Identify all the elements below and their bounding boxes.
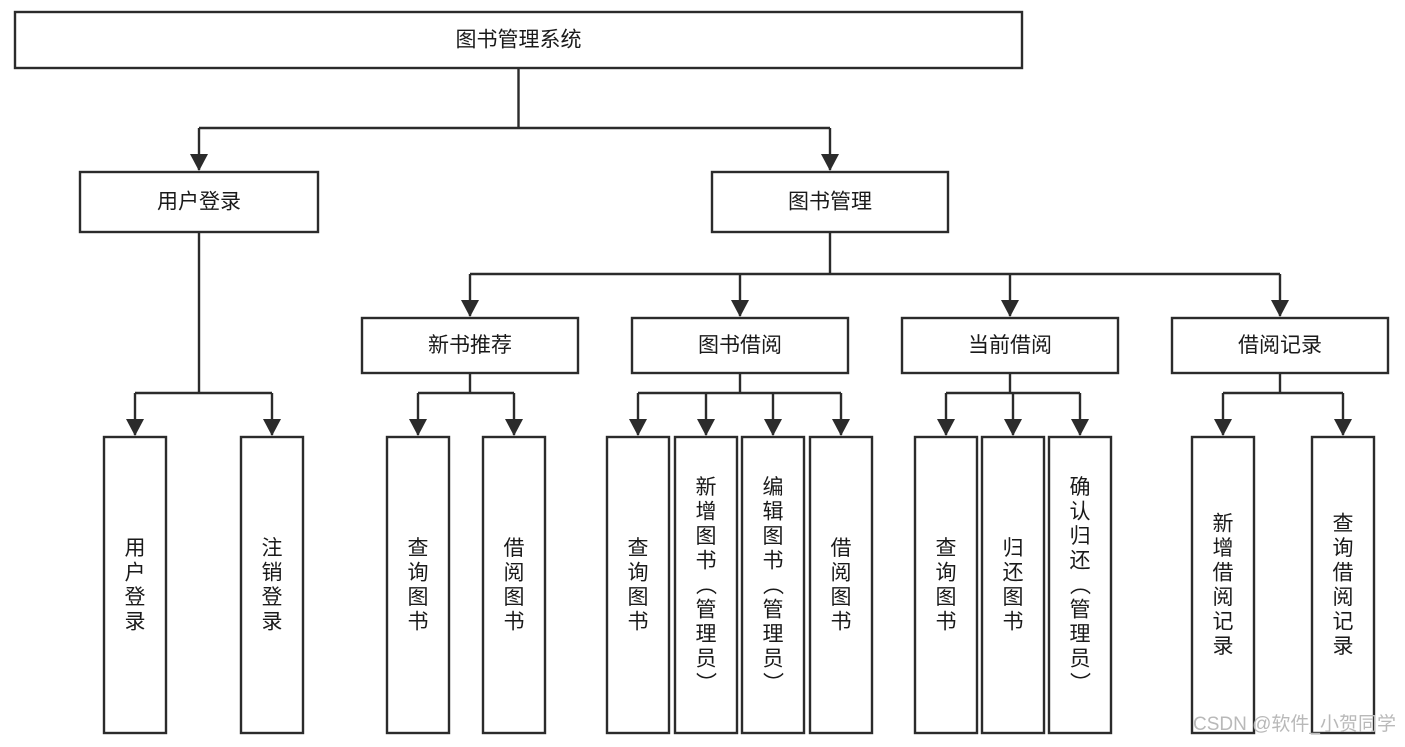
edge-group-book-borrow	[629, 373, 850, 436]
node-label: 新增图书（管理员）	[696, 476, 718, 695]
arrow-head-icon	[263, 419, 281, 436]
node-book-manage[interactable]: 图书管理	[710, 170, 950, 234]
node-box[interactable]	[980, 435, 1046, 735]
node-box[interactable]	[13, 10, 1024, 70]
node-borrow-record[interactable]: 借阅记录	[1170, 316, 1390, 375]
node-box[interactable]	[360, 316, 580, 375]
node-book-borrow[interactable]: 图书借阅	[630, 316, 850, 375]
node-box[interactable]	[900, 316, 1120, 375]
arrow-head-icon	[126, 419, 144, 436]
arrow-head-icon	[1271, 300, 1289, 317]
node-leaf-add-record[interactable]: 新增借阅记录	[1190, 435, 1256, 735]
node-leaf-query-book-1[interactable]: 查询图书	[385, 435, 451, 735]
node-leaf-user-logout[interactable]: 注销登录	[239, 435, 305, 735]
arrow-head-icon	[505, 419, 523, 436]
node-box[interactable]	[913, 435, 979, 735]
edge-group-new-book-recommend	[409, 373, 523, 436]
node-leaf-query-record[interactable]: 查询借阅记录	[1310, 435, 1376, 735]
connector-layer	[126, 68, 1352, 436]
node-leaf-return-book[interactable]: 归还图书	[980, 435, 1046, 735]
node-leaf-query-book-3[interactable]: 查询图书	[913, 435, 979, 735]
node-box[interactable]	[605, 435, 671, 735]
edge-group-root	[190, 68, 839, 171]
node-box[interactable]	[78, 170, 320, 234]
node-box[interactable]	[1170, 316, 1390, 375]
node-label: 归还图书	[1003, 537, 1024, 634]
node-leaf-user-login[interactable]: 用户登录	[102, 435, 168, 735]
node-leaf-borrow-book-1[interactable]: 借阅图书	[481, 435, 547, 735]
node-label: 用户登录	[157, 191, 241, 214]
arrow-head-icon	[461, 300, 479, 317]
arrow-head-icon	[1214, 419, 1232, 436]
node-leaf-borrow-book-2[interactable]: 借阅图书	[808, 435, 874, 735]
node-label: 借阅记录	[1238, 334, 1322, 357]
csdn-watermark: CSDN @软件_小贺同学	[1193, 713, 1396, 735]
node-box[interactable]	[1047, 435, 1113, 735]
node-box[interactable]	[481, 435, 547, 735]
node-box[interactable]	[673, 435, 739, 735]
arrow-head-icon	[731, 300, 749, 317]
node-label: 图书管理	[788, 191, 872, 214]
edge-group-current-borrow	[937, 373, 1089, 436]
node-box[interactable]	[1310, 435, 1376, 735]
node-current-borrow[interactable]: 当前借阅	[900, 316, 1120, 375]
arrow-head-icon	[190, 154, 208, 171]
arrow-head-icon	[1001, 300, 1019, 317]
arrow-head-icon	[937, 419, 955, 436]
node-root[interactable]: 图书管理系统	[13, 10, 1024, 70]
node-box[interactable]	[239, 435, 305, 735]
node-label: 新书推荐	[428, 334, 512, 357]
node-new-book-recommend[interactable]: 新书推荐	[360, 316, 580, 375]
edge-group-borrow-record	[1214, 373, 1352, 436]
node-label: 查询图书	[628, 537, 649, 634]
arrow-head-icon	[409, 419, 427, 436]
node-label: 查询借阅记录	[1333, 513, 1354, 659]
node-label: 编辑图书（管理员）	[763, 476, 785, 695]
node-box[interactable]	[102, 435, 168, 735]
node-label: 借阅图书	[504, 537, 525, 634]
node-leaf-query-book-2[interactable]: 查询图书	[605, 435, 671, 735]
node-label: 图书管理系统	[456, 29, 582, 52]
node-label: 当前借阅	[968, 334, 1052, 357]
node-label: 借阅图书	[831, 537, 852, 634]
node-box[interactable]	[740, 435, 806, 735]
node-leaf-add-book[interactable]: 新增图书（管理员）	[673, 435, 739, 735]
node-leaf-confirm-return[interactable]: 确认归还（管理员）	[1047, 435, 1113, 735]
arrow-head-icon	[1004, 419, 1022, 436]
arrow-head-icon	[629, 419, 647, 436]
arrow-head-icon	[1334, 419, 1352, 436]
arrow-head-icon	[821, 154, 839, 171]
node-label: 确认归还（管理员）	[1070, 476, 1092, 695]
node-box[interactable]	[710, 170, 950, 234]
arrow-head-icon	[764, 419, 782, 436]
edge-group-user-login	[126, 232, 281, 436]
node-label: 查询图书	[408, 537, 429, 634]
node-label: 查询图书	[936, 537, 957, 634]
node-label: 用户登录	[125, 537, 146, 634]
node-box[interactable]	[808, 435, 874, 735]
node-label: 新增借阅记录	[1213, 513, 1234, 659]
node-box[interactable]	[1190, 435, 1256, 735]
node-label: 注销登录	[262, 537, 283, 634]
arrow-head-icon	[697, 419, 715, 436]
node-label: 图书借阅	[698, 334, 782, 357]
node-leaf-edit-book[interactable]: 编辑图书（管理员）	[740, 435, 806, 735]
node-user-login[interactable]: 用户登录	[78, 170, 320, 234]
node-box[interactable]	[630, 316, 850, 375]
node-box[interactable]	[385, 435, 451, 735]
node-layer: 图书管理系统用户登录图书管理新书推荐图书借阅当前借阅借阅记录用户登录注销登录查询…	[13, 10, 1390, 735]
arrow-head-icon	[832, 419, 850, 436]
edge-group-book-manage	[461, 232, 1289, 317]
arrow-head-icon	[1071, 419, 1089, 436]
